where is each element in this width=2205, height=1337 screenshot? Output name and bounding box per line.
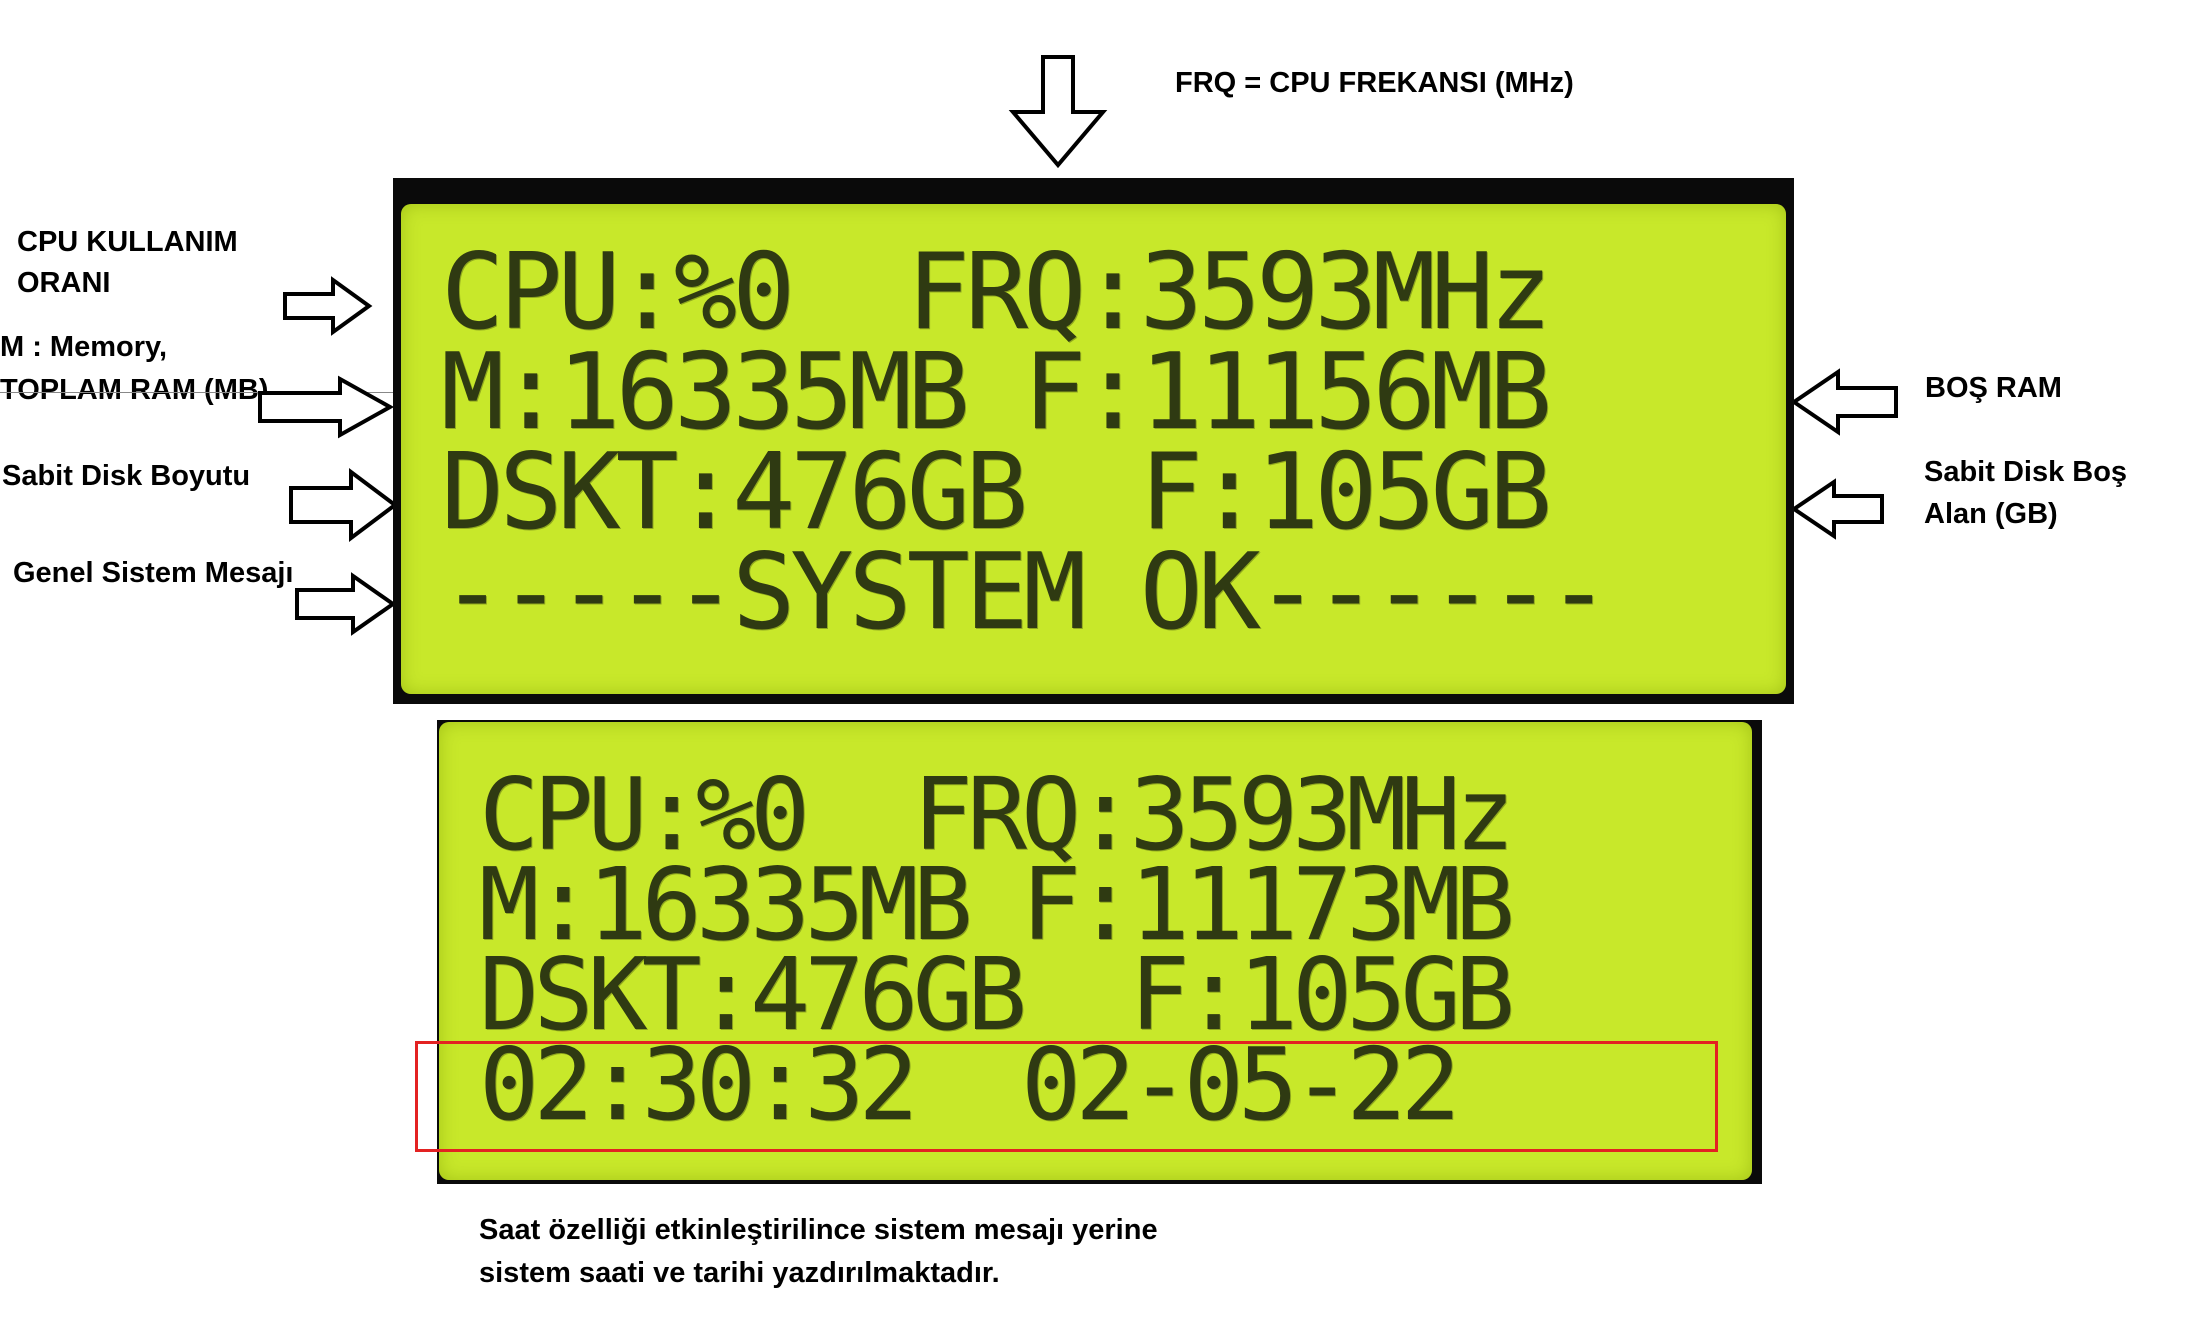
lcd-bottom-line-4: 02:30:32 02-05-22 [479, 1026, 1461, 1143]
lcd-display-bottom: CPU:%0 FRQ:3593MHz M:16335MB F:11173MB D… [437, 720, 1762, 1184]
down-arrow-icon [1008, 55, 1108, 169]
lcd-bottom-line-3: DSKT:476GB F:105GB [479, 936, 1515, 1053]
lcd-display-top: CPU:%0 FRQ:3593MHz M:16335MB F:11156MB D… [393, 178, 1794, 704]
lcd-screen-top: CPU:%0 FRQ:3593MHz M:16335MB F:11156MB D… [401, 204, 1786, 694]
lcd-top-line-3: DSKT:476GB F:105GB [441, 431, 1552, 553]
lcd-top-line-2: M:16335MB F:11156MB [441, 331, 1552, 453]
caption-line-1: Saat özelliği etkinleştirilince sistem m… [479, 1214, 1158, 1246]
memory-guide-line [0, 392, 393, 393]
free-disk-annotation-line2: Alan (GB) [1924, 498, 2058, 530]
memory-annotation-line2: TOPLAM RAM (MB) [0, 374, 269, 406]
disk-size-annotation: Sabit Disk Boyutu [2, 460, 251, 492]
caption-line-2: sistem saati ve tarihi yazdırılmaktadır. [479, 1257, 1000, 1289]
free-disk-annotation-line1: Sabit Disk Boş [1924, 456, 2128, 488]
lcd-top-line-1: CPU:%0 FRQ:3593MHz [441, 231, 1552, 353]
lcd-bottom-line-1: CPU:%0 FRQ:3593MHz [479, 756, 1515, 873]
right-arrow-icon [283, 276, 373, 336]
system-message-annotation: Genel Sistem Mesajı [13, 557, 294, 589]
cpu-usage-annotation-line2: ORANI [17, 267, 111, 299]
cpu-usage-annotation-line1: CPU KULLANIM [17, 226, 238, 258]
lcd-top-line-4: -----SYSTEM OK------ [441, 531, 1610, 653]
right-arrow-icon [295, 572, 397, 636]
memory-annotation-line1: M : Memory, [0, 331, 168, 363]
lcd-screen-bottom: CPU:%0 FRQ:3593MHz M:16335MB F:11173MB D… [439, 722, 1752, 1180]
right-arrow-icon [258, 375, 395, 439]
right-arrow-icon [289, 468, 399, 542]
clock-highlight-box [415, 1041, 1718, 1152]
frq-annotation: FRQ = CPU FREKANSI (MHz) [1175, 67, 1574, 99]
lcd-bottom-line-2: M:16335MB F:11173MB [479, 846, 1515, 963]
left-arrow-icon [1790, 368, 1898, 436]
left-arrow-icon [1790, 478, 1884, 540]
free-ram-annotation: BOŞ RAM [1925, 372, 2062, 404]
